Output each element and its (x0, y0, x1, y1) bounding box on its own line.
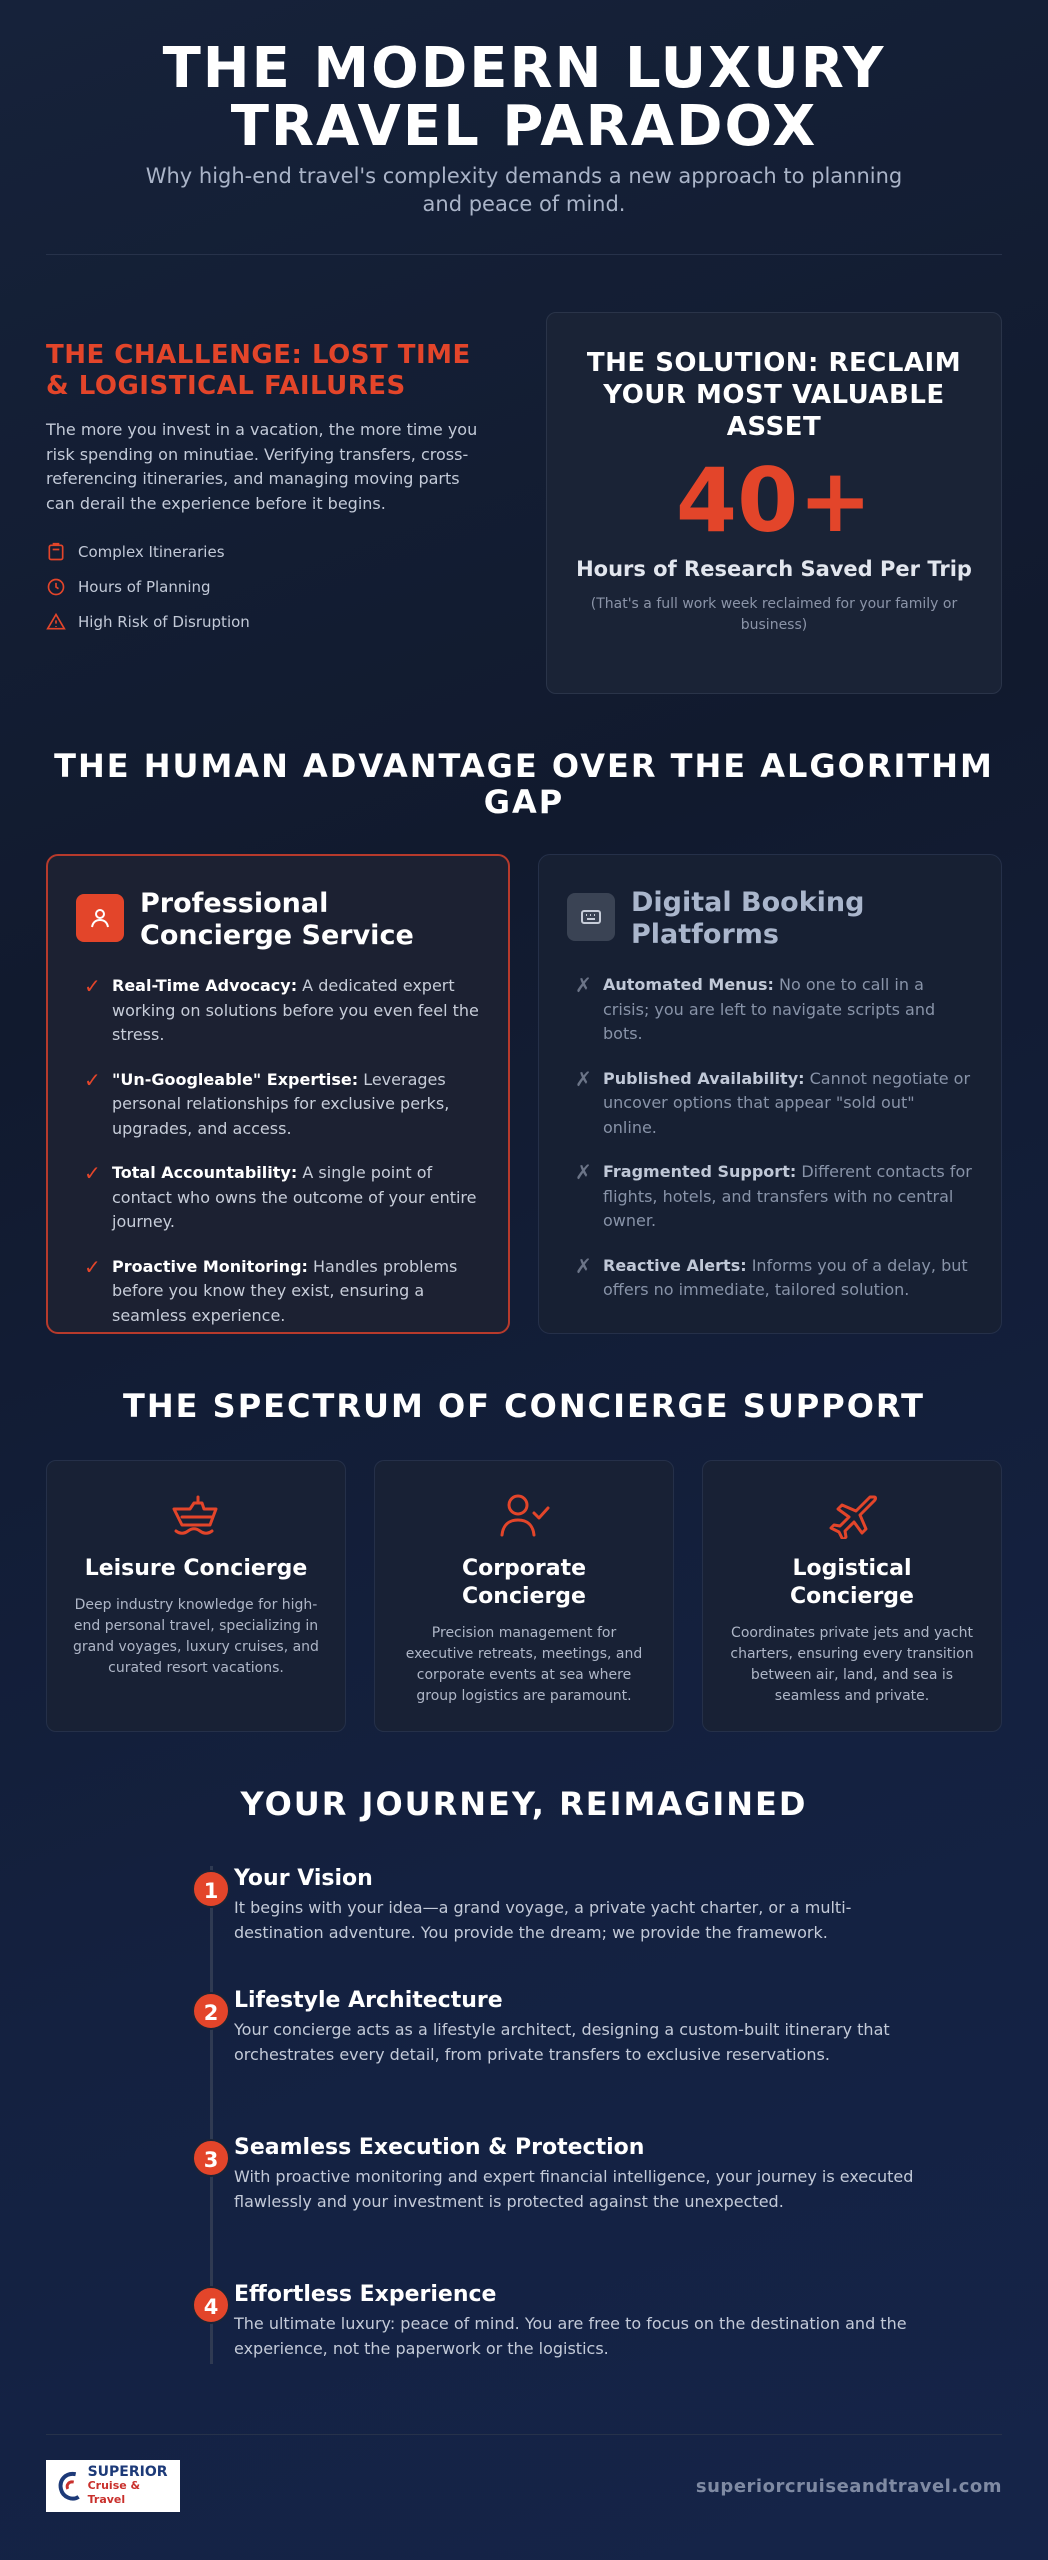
solution-number: 40+ (675, 449, 873, 552)
check-icon: ✓ (84, 1254, 101, 1279)
solution-card: THE SOLUTION: RECLAIM YOUR MOST VALUABLE… (546, 312, 1002, 694)
logo-swirl-icon (58, 2471, 80, 2501)
journey-step: 1 Your Vision It begins with your idea—a… (192, 1864, 920, 1945)
header-divider (46, 254, 1002, 255)
cross-icon: ✗ (575, 1253, 592, 1278)
step-text: With proactive monitoring and expert fin… (234, 2167, 914, 2211)
company-logo[interactable]: SUPERIOR Cruise & Travel (46, 2460, 180, 2512)
spec-card-title: Corporate Concierge (461, 1556, 587, 1609)
step-text: Your concierge acts as a lifestyle archi… (234, 2020, 890, 2064)
journey-step: 3 Seamless Execution & Protection With p… (192, 2133, 920, 2214)
plane-icon (727, 1491, 977, 1547)
check-icon: ✓ (84, 1161, 101, 1185)
step-number-badge: 1 (192, 1870, 230, 1908)
item-label: Proactive Monitoring: (112, 1256, 308, 1276)
list-item: ✗ Fragmented Support: Different contacts… (567, 1160, 973, 1234)
cross-icon: ✗ (575, 1066, 592, 1091)
list-item: ✓ Real-Time Advocacy: A dedicated expert… (76, 974, 480, 1048)
step-text: The ultimate luxury: peace of mind. You … (234, 2314, 907, 2358)
leisure-card: Leisure Concierge Deep industry knowledg… (46, 1460, 346, 1732)
ship-icon (71, 1491, 321, 1547)
clipboard-icon (48, 542, 64, 560)
spec-card-title: Logistical Concierge (790, 1556, 914, 1609)
item-text: Handles problems before you know they ex… (112, 1256, 458, 1325)
journey-title: YOUR JOURNEY, REIMAGINED (240, 1785, 808, 1823)
solution-caption: Hours of Research Saved Per Trip (576, 557, 972, 581)
corporate-card: Corporate Concierge Precision management… (374, 1460, 674, 1732)
list-item: ✗ Reactive Alerts: Informs you of a dela… (567, 1254, 973, 1303)
list-item: ✓ Proactive Monitoring: Handles problems… (76, 1255, 480, 1329)
challenge-bullet-label: Complex Itineraries (78, 542, 225, 561)
item-text: Different contacts for flights, hotels, … (603, 1162, 972, 1230)
item-text: A single point of contact who owns the o… (112, 1163, 477, 1231)
check-icon: ✓ (84, 974, 101, 998)
digital-title: Digital Booking Platforms (631, 887, 865, 950)
item-text: Leverages personal relationships for exc… (112, 1069, 450, 1138)
person-icon (76, 894, 124, 942)
solution-title: THE SOLUTION: RECLAIM YOUR MOST VALUABLE… (586, 348, 962, 442)
item-text: Cannot negotiate or uncover options that… (603, 1068, 971, 1137)
logistical-card: Logistical Concierge Coordinates private… (702, 1460, 1002, 1732)
item-label: "Un-Googleable" Expertise: (112, 1069, 359, 1089)
clock-icon (47, 578, 65, 595)
item-label: Automated Menus: (603, 975, 774, 994)
cross-icon: ✗ (575, 973, 592, 997)
timeline-line (210, 1866, 213, 2364)
logo-line2: Cruise & Travel (87, 2479, 141, 2506)
journey-step: 4 Effortless Experience The ultimate lux… (192, 2280, 920, 2361)
step-title: Seamless Execution & Protection (234, 2135, 645, 2160)
challenge-text: The more you invest in a vacation, the m… (46, 420, 478, 513)
spec-card-title: Leisure Concierge (84, 1556, 308, 1581)
digital-list: ✗ Automated Menus: No one to call in a c… (567, 973, 973, 1303)
logo-line1: SUPERIOR (87, 2464, 168, 2480)
challenge-section: THE CHALLENGE: LOST TIME & LOGISTICAL FA… (46, 340, 486, 639)
list-item: ✓ Total Accountability: A single point o… (76, 1161, 480, 1235)
spec-card-text: Coordinates private jets and yacht chart… (730, 1625, 974, 1704)
step-number-badge: 2 (192, 1992, 230, 2030)
step-title: Effortless Experience (234, 2282, 497, 2307)
page-subtitle: Why high-end travel's complexity demands… (145, 164, 903, 216)
list-item: ✗ Automated Menus: No one to call in a c… (567, 973, 973, 1047)
concierge-title: Professional Concierge Service (140, 888, 414, 951)
step-text: It begins with your idea—a grand voyage,… (234, 1898, 852, 1942)
cross-icon: ✗ (575, 1160, 592, 1184)
footer-divider (46, 2434, 1002, 2435)
warning-icon (46, 612, 66, 629)
challenge-bullet: Hours of Planning (46, 569, 486, 604)
item-text: A dedicated expert working on solutions … (112, 976, 479, 1044)
step-title: Lifestyle Architecture (234, 1988, 503, 2013)
digital-card: Digital Booking Platforms ✗ Automated Me… (538, 854, 1002, 1334)
keyboard-icon (567, 893, 615, 941)
user-check-icon (399, 1491, 649, 1547)
challenge-bullet-label: Hours of Planning (78, 577, 211, 596)
item-label: Real-Time Advocacy: (112, 976, 298, 995)
journey-step: 2 Lifestyle Architecture Your concierge … (192, 1986, 920, 2067)
concierge-card: Professional Concierge Service ✓ Real-Ti… (46, 854, 510, 1334)
item-label: Total Accountability: (112, 1163, 298, 1182)
item-label: Published Availability: (603, 1068, 805, 1088)
step-number-badge: 4 (192, 2286, 230, 2324)
page-title: THE MODERN LUXURY TRAVEL PARADOX (162, 36, 886, 159)
item-text: No one to call in a crisis; you are left… (603, 975, 936, 1043)
challenge-bullet: Complex Itineraries (46, 534, 486, 569)
spectrum-title: THE SPECTRUM OF CONCIERGE SUPPORT (123, 1387, 925, 1425)
item-label: Reactive Alerts: (603, 1255, 747, 1275)
list-item: ✗ Published Availability: Cannot negotia… (567, 1067, 973, 1141)
step-title: Your Vision (234, 1866, 373, 1891)
step-number-badge: 3 (192, 2139, 230, 2177)
advantage-title: THE HUMAN ADVANTAGE OVER THE ALGORITHM G… (54, 747, 994, 821)
check-icon: ✓ (84, 1067, 101, 1092)
list-item: ✓ "Un-Googleable" Expertise: Leverages p… (76, 1068, 480, 1142)
challenge-bullets: Complex Itineraries Hours of Planning Hi… (46, 534, 486, 639)
challenge-bullet-label: High Risk of Disruption (78, 612, 250, 631)
item-text: Informs you of a delay, but offers no im… (603, 1255, 968, 1300)
item-label: Fragmented Support: (603, 1162, 797, 1181)
challenge-title: THE CHALLENGE: LOST TIME & LOGISTICAL FA… (46, 340, 471, 401)
footer-url-link[interactable]: superiorcruiseandtravel.com (695, 2476, 1002, 2497)
challenge-bullet: High Risk of Disruption (46, 604, 486, 639)
solution-note: (That's a full work week reclaimed for y… (590, 596, 958, 633)
spec-card-text: Precision management for executive retre… (405, 1625, 643, 1704)
spec-card-text: Deep industry knowledge for high-end per… (73, 1597, 319, 1676)
concierge-list: ✓ Real-Time Advocacy: A dedicated expert… (76, 974, 480, 1328)
